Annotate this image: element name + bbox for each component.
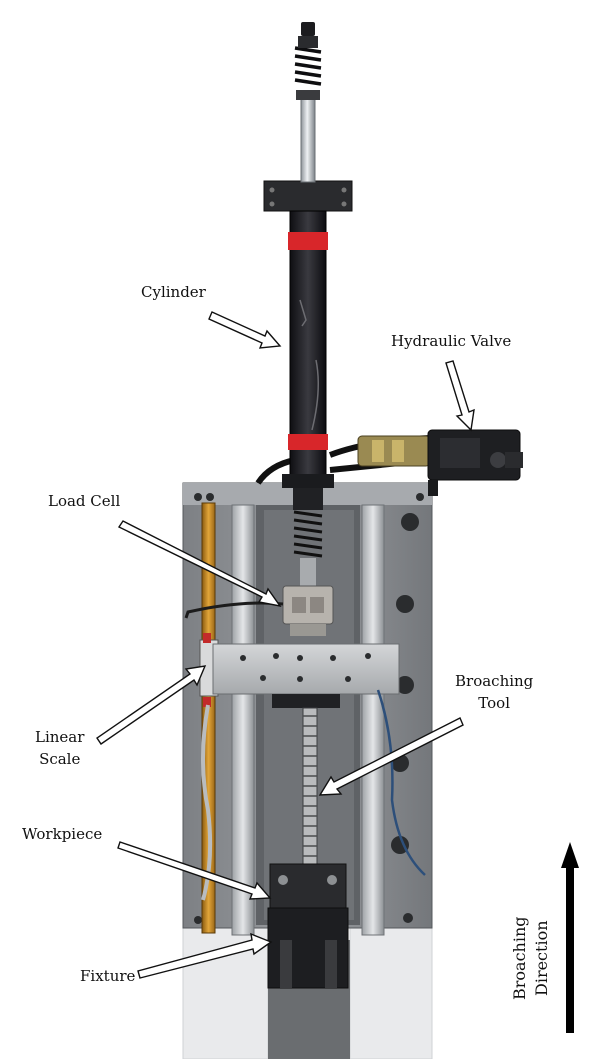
callout-arrow-broaching-tool <box>318 717 464 796</box>
linear-scale-bar <box>201 502 216 934</box>
label-broaching-direction: Broaching Direction <box>509 916 553 1000</box>
label-broaching-tool-line2: Tool <box>478 694 510 712</box>
label-direction-line2: Direction <box>532 920 551 996</box>
callout-arrow-cylinder <box>208 311 282 349</box>
red-band-lower <box>288 434 328 450</box>
callout-arrow-hydraulic-valve <box>445 360 475 432</box>
broaching-tool <box>302 707 318 879</box>
callout-arrow-load-cell <box>117 520 282 608</box>
label-workpiece: Workpiece <box>22 825 103 843</box>
label-linear-scale: Linear Scale <box>35 726 84 770</box>
workpiece <box>269 863 347 909</box>
guide-rail-right <box>361 504 385 936</box>
label-broaching-tool: Broaching Tool <box>455 670 533 714</box>
label-fixture: Fixture <box>80 967 136 985</box>
callout-arrow-workpiece <box>117 841 272 900</box>
callout-arrow-fixture <box>137 932 273 979</box>
label-linear-scale-line1: Linear <box>35 728 85 746</box>
callout-arrow-linear-scale <box>96 665 207 745</box>
label-cylinder: Cylinder <box>141 283 206 301</box>
piston-rod <box>300 95 316 183</box>
cylinder-mount-plate <box>263 180 353 212</box>
load-cell <box>282 585 334 625</box>
red-band-upper <box>288 232 328 250</box>
stand-leg-right <box>349 924 433 1059</box>
label-hydraulic-valve: Hydraulic Valve <box>391 332 512 350</box>
label-direction-line1: Broaching <box>510 916 529 1000</box>
slider-carriage <box>212 643 400 695</box>
label-load-cell: Load Cell <box>48 492 121 510</box>
guide-rail-left <box>231 504 255 936</box>
direction-arrow <box>561 842 579 1033</box>
label-broaching-tool-line1: Broaching <box>455 672 534 690</box>
label-linear-scale-line2: Scale <box>39 750 81 768</box>
